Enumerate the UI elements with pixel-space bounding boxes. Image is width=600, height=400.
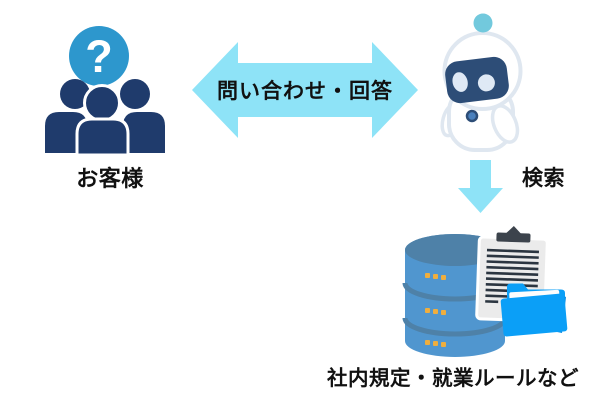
folder-icon — [500, 283, 568, 337]
knowledge-source-label: 社内規定・就業ルールなど — [327, 367, 579, 390]
bidirectional-arrow-shape — [192, 42, 418, 138]
database-documents-icon — [402, 226, 568, 357]
down-arrow-icon — [458, 160, 503, 213]
robot-antenna-ball — [473, 13, 493, 33]
bidirectional-arrow: 問い合わせ・回答 — [192, 42, 418, 138]
people-group-icon: ? — [45, 26, 165, 157]
customer-label: お客様 — [76, 166, 144, 191]
svg-text:?: ? — [85, 31, 113, 82]
robot-button — [465, 109, 479, 123]
exchange-arrow-label: 問い合わせ・回答 — [217, 80, 393, 103]
robot-visor — [445, 56, 509, 104]
search-arrow-label: 検索 — [522, 167, 565, 190]
question-mark-icon: ? — [69, 26, 129, 86]
chatbot-icon — [440, 13, 523, 152]
